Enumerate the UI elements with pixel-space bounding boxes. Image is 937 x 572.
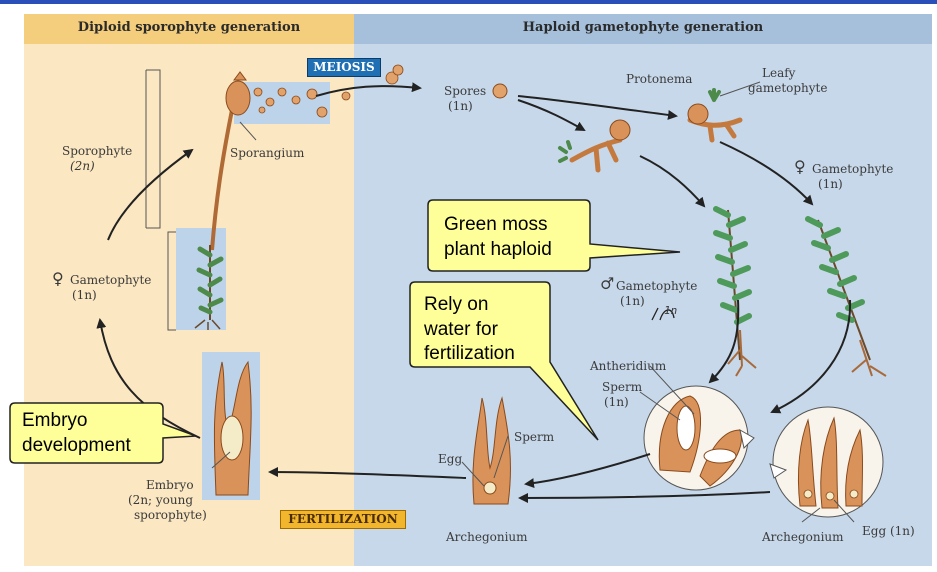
- spores-label: Spores: [444, 84, 487, 98]
- antheridium-label: Antheridium: [590, 359, 667, 373]
- male-gametophyte-ploidy: (1n): [620, 294, 645, 308]
- sperm-right-ploidy: (1n): [604, 395, 629, 409]
- fertilization-tag: FERTILIZATION: [280, 510, 406, 529]
- female-gametophyte-plant: [805, 216, 887, 377]
- handwritten-1n: 1n: [664, 304, 678, 317]
- sperm-right-label: Sperm: [602, 380, 643, 394]
- callout-embryo-line1: Embryo: [22, 410, 88, 431]
- embryo-label: Embryo: [146, 478, 194, 492]
- sporangium-label: Sporangium: [230, 146, 305, 160]
- protonema-right: [687, 88, 743, 143]
- callout-green-moss: [427, 199, 681, 272]
- male-gametophyte-plant: [713, 206, 757, 377]
- gametophyte-right-label: Gametophyte: [812, 162, 894, 176]
- callout-embryo-development: [9, 402, 197, 464]
- archegonia-detail: [769, 406, 884, 518]
- archegonium-egg-center: [472, 396, 511, 505]
- gametophyte-bracket: [167, 231, 176, 331]
- top-accent-line: [0, 0, 937, 4]
- archegonium-center-label: Archegonium: [446, 530, 528, 544]
- callout-green-moss-line1: Green moss: [444, 214, 548, 235]
- embryo-label-line2: (2n; young: [128, 493, 194, 507]
- diploid-panel-header: [24, 14, 354, 44]
- gametophyte-left-ploidy: (1n): [72, 288, 97, 302]
- meiosis-tag: MEIOSIS: [307, 58, 381, 77]
- sporophyte-stalk: [210, 109, 234, 251]
- gametophyte-right-ploidy: (1n): [818, 177, 843, 191]
- protonema-label: Protonema: [626, 72, 693, 86]
- protonema-left: [558, 119, 631, 173]
- leafy-label-line2: gametophyte: [748, 81, 828, 95]
- spores-ploidy: (1n): [448, 99, 473, 113]
- leafy-label: Leafy: [762, 66, 796, 80]
- gametophyte-left-label: Gametophyte: [70, 273, 152, 287]
- callout-water-line3: fertilization: [424, 343, 515, 364]
- spore-single: [492, 83, 508, 99]
- female-symbol-left: ♀: [52, 269, 64, 288]
- sporophyte-ploidy: (2n): [70, 159, 95, 173]
- callout-water-fertilization: [409, 281, 599, 441]
- haploid-header-title: Haploid gametophyte generation: [522, 20, 764, 35]
- male-gametophyte-label: Gametophyte: [616, 279, 698, 293]
- sperm-center-label: Sperm: [514, 430, 555, 444]
- sporophyte-bracket: [146, 69, 161, 229]
- haploid-panel-header: [354, 14, 932, 44]
- archegonium-right-label: Archegonium: [762, 530, 844, 544]
- diploid-header-title: Diploid sporophyte generation: [77, 20, 301, 35]
- egg-right-label: Egg (1n): [862, 524, 915, 538]
- embryo-label-line3: sporophyte): [134, 508, 207, 522]
- sporophyte-label: Sporophyte: [62, 144, 133, 158]
- leader-lines: [211, 81, 855, 523]
- callout-water-line2: water for: [424, 319, 498, 340]
- callout-green-moss-line2: plant haploid: [444, 239, 552, 260]
- handwritten-scribble: [651, 307, 675, 321]
- sporangium-capsule: [225, 80, 251, 116]
- female-symbol-right: ♀: [794, 157, 806, 176]
- cycle-arrows: [96, 82, 852, 503]
- egg-center-label: Egg: [438, 452, 463, 466]
- left-gametophyte-plant: [194, 245, 224, 330]
- male-symbol: ♂: [600, 274, 615, 293]
- antheridium-detail: [643, 385, 755, 491]
- callout-water-line1: Rely on: [424, 294, 489, 315]
- callout-embryo-line2: development: [22, 435, 131, 456]
- embryo-archegonium: [213, 360, 252, 496]
